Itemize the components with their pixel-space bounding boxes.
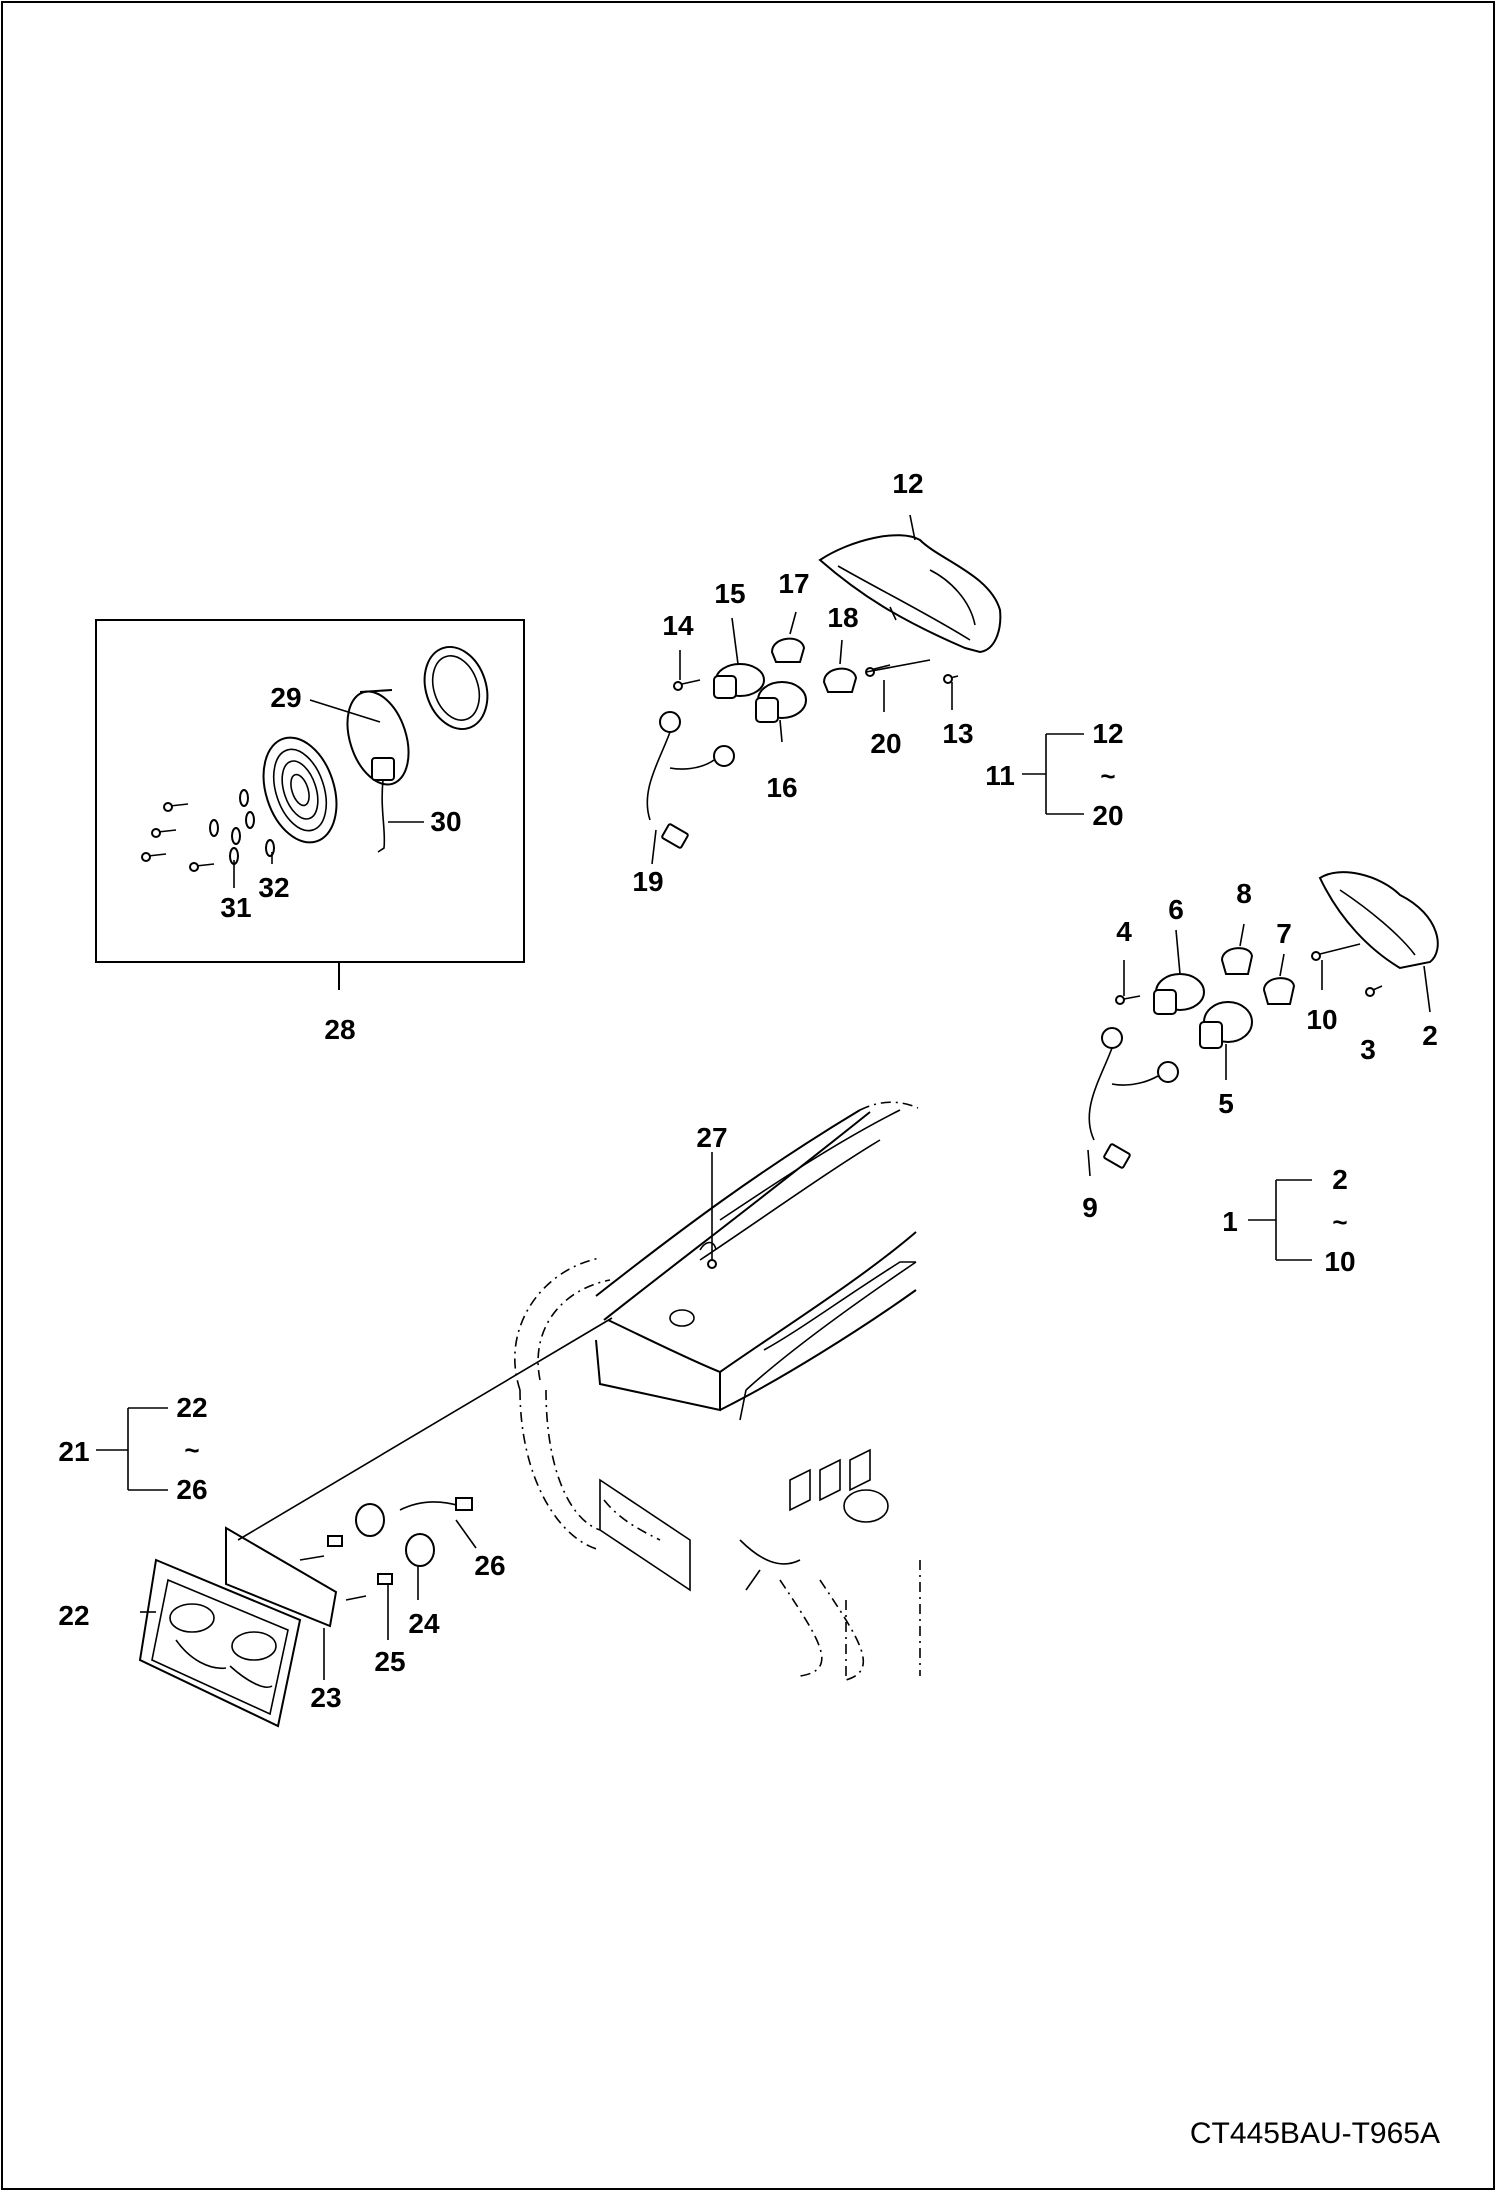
bracket-21-from: 22 xyxy=(176,1392,208,1423)
callout-14: 14 xyxy=(662,610,694,641)
callout-27: 27 xyxy=(696,1122,728,1153)
inset-box-28 xyxy=(95,619,525,990)
bracket-21-range-symbol: ~ xyxy=(184,1435,200,1465)
callout-9: 9 xyxy=(1082,1192,1098,1223)
callout-20: 20 xyxy=(870,728,902,759)
bracket-11-to: 20 xyxy=(1092,800,1124,831)
callout-1: 1 xyxy=(1222,1206,1238,1237)
callout-25: 25 xyxy=(374,1646,406,1677)
callout-28: 28 xyxy=(324,1014,356,1045)
callout-23: 23 xyxy=(310,1682,342,1713)
callout-8: 8 xyxy=(1236,878,1252,909)
bracket-21-to: 26 xyxy=(176,1474,208,1505)
bracket-11-from: 12 xyxy=(1092,718,1124,749)
callout-22: 22 xyxy=(58,1600,90,1631)
drawing-code: CT445BAU-T965A xyxy=(1189,2117,1440,2150)
callout-7: 7 xyxy=(1276,918,1292,949)
callout-12: 12 xyxy=(892,468,924,499)
bracket-1-range-symbol: ~ xyxy=(1332,1207,1348,1237)
bracket-11-range-symbol: ~ xyxy=(1100,761,1116,791)
callout-21: 21 xyxy=(58,1436,90,1467)
callout-31: 31 xyxy=(220,892,252,923)
callout-19: 19 xyxy=(632,866,664,897)
work-light-assembly xyxy=(141,645,489,888)
callout-32: 32 xyxy=(258,872,290,903)
callout-30: 30 xyxy=(430,806,462,837)
callout-29: 29 xyxy=(270,682,302,713)
bracket-1-from: 2 xyxy=(1332,1164,1348,1195)
callout-2: 2 xyxy=(1422,1020,1438,1051)
callout-6: 6 xyxy=(1168,894,1184,925)
callout-17: 17 xyxy=(778,568,810,599)
callout-4: 4 xyxy=(1116,916,1132,947)
callout-26: 26 xyxy=(474,1550,506,1581)
rear-lamp-assembly-11 xyxy=(646,514,1002,865)
front-lamp-assembly-21 xyxy=(138,1317,613,1728)
callout-18: 18 xyxy=(827,602,859,633)
callout-13: 13 xyxy=(942,718,974,749)
tractor-hood-outline xyxy=(514,1101,921,1681)
callout-24: 24 xyxy=(408,1608,440,1639)
callout-5: 5 xyxy=(1218,1088,1234,1119)
callout-16: 16 xyxy=(766,772,798,803)
callout-15: 15 xyxy=(714,578,746,609)
callout-11: 11 xyxy=(985,760,1015,791)
range-brackets xyxy=(96,733,1312,1491)
callout-10: 10 xyxy=(1306,1004,1338,1035)
rear-lamp-assembly-1 xyxy=(1087,871,1439,1177)
bracket-1-to: 10 xyxy=(1324,1246,1356,1277)
callout-3: 3 xyxy=(1360,1034,1376,1065)
